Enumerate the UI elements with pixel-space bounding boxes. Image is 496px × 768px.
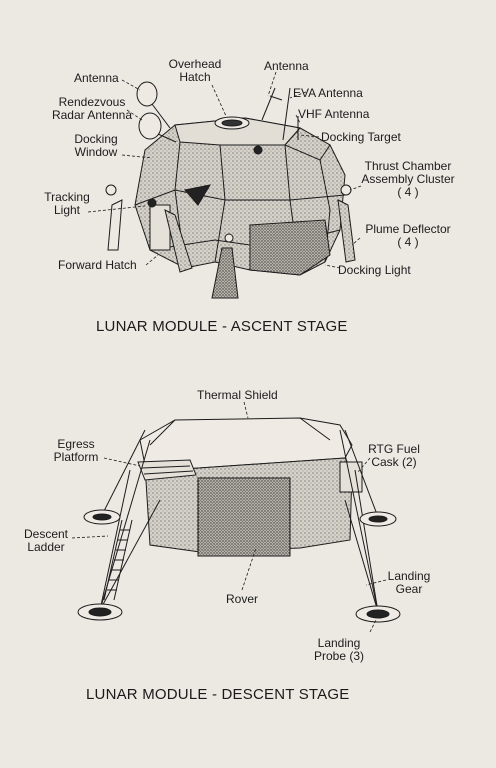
label-egress-line2: Platform (53, 450, 99, 464)
label-landing-probe: Landing Probe (3) (308, 637, 370, 663)
label-tracking-line2: Light (53, 203, 81, 217)
label-descent-ladder: Descent Ladder (20, 528, 72, 554)
label-rendezvous-line2: Radar Antenna (51, 108, 133, 122)
label-docking-window: Docking Window (68, 133, 124, 159)
label-plume-line1: Plume Deflector (365, 222, 451, 236)
descent-stage-caption: LUNAR MODULE - DESCENT STAGE (86, 686, 350, 703)
label-thrust-line3: ( 4 ) (397, 185, 419, 199)
label-rtg-fuel-cask: RTG Fuel Cask (2) (364, 443, 424, 469)
label-docking-target: Docking Target (321, 130, 401, 144)
label-probe-line2: Probe (3) (313, 649, 365, 663)
label-docking-window-line2: Window (74, 145, 118, 159)
label-overhead-hatch-line1: Overhead (168, 57, 222, 71)
label-plume-line2: ( 4 ) (397, 235, 419, 249)
label-rendezvous-line1: Rendezvous (58, 95, 126, 109)
label-tracking-light: Tracking Light (38, 191, 96, 217)
label-thrust-chamber: Thrust Chamber Assembly Cluster ( 4 ) (358, 160, 458, 199)
label-landing-gear: Landing Gear (384, 570, 434, 596)
label-rtg-line1: RTG Fuel (368, 442, 420, 456)
label-forward-hatch: Forward Hatch (58, 258, 137, 272)
ascent-stage-module (107, 116, 356, 299)
label-rover: Rover (226, 592, 259, 606)
label-landing-gear-line2: Gear (395, 582, 423, 596)
ascent-stage-caption: LUNAR MODULE - ASCENT STAGE (96, 318, 348, 335)
label-descent-ladder-line1: Descent (23, 527, 69, 541)
ascent-leader-lines (87, 71, 362, 269)
label-landing-gear-line1: Landing (387, 569, 431, 583)
descent-stage-module (77, 417, 401, 623)
label-plume-deflector: Plume Deflector ( 4 ) (360, 223, 456, 249)
label-docking-window-line1: Docking (74, 132, 118, 146)
rendezvous-radar-dish (138, 112, 162, 140)
label-tracking-line1: Tracking (44, 190, 90, 204)
label-thrust-line1: Thrust Chamber (364, 159, 452, 173)
label-overhead-hatch: Overhead Hatch (165, 58, 225, 84)
label-thermal-shield: Thermal Shield (197, 388, 278, 402)
descent-leader-lines (71, 401, 387, 633)
label-overhead-hatch-line2: Hatch (179, 70, 211, 84)
antenna-dish (136, 81, 158, 107)
label-eva-antenna: EVA Antenna (293, 86, 363, 100)
label-probe-line1: Landing (317, 636, 361, 650)
label-antenna-left: Antenna (74, 71, 119, 85)
label-thrust-line2: Assembly Cluster (361, 172, 455, 186)
label-rtg-line2: Cask (2) (371, 455, 417, 469)
label-descent-ladder-line2: Ladder (27, 540, 65, 554)
label-egress-platform: Egress Platform (48, 438, 104, 464)
label-docking-light: Docking Light (338, 263, 411, 277)
label-rendezvous-radar-antenna: Rendezvous Radar Antenna (46, 96, 138, 122)
ascent-antennas (105, 81, 352, 243)
label-antenna-top: Antenna (264, 59, 309, 73)
label-egress-line1: Egress (57, 437, 95, 451)
label-vhf-antenna: VHF Antenna (298, 107, 370, 121)
